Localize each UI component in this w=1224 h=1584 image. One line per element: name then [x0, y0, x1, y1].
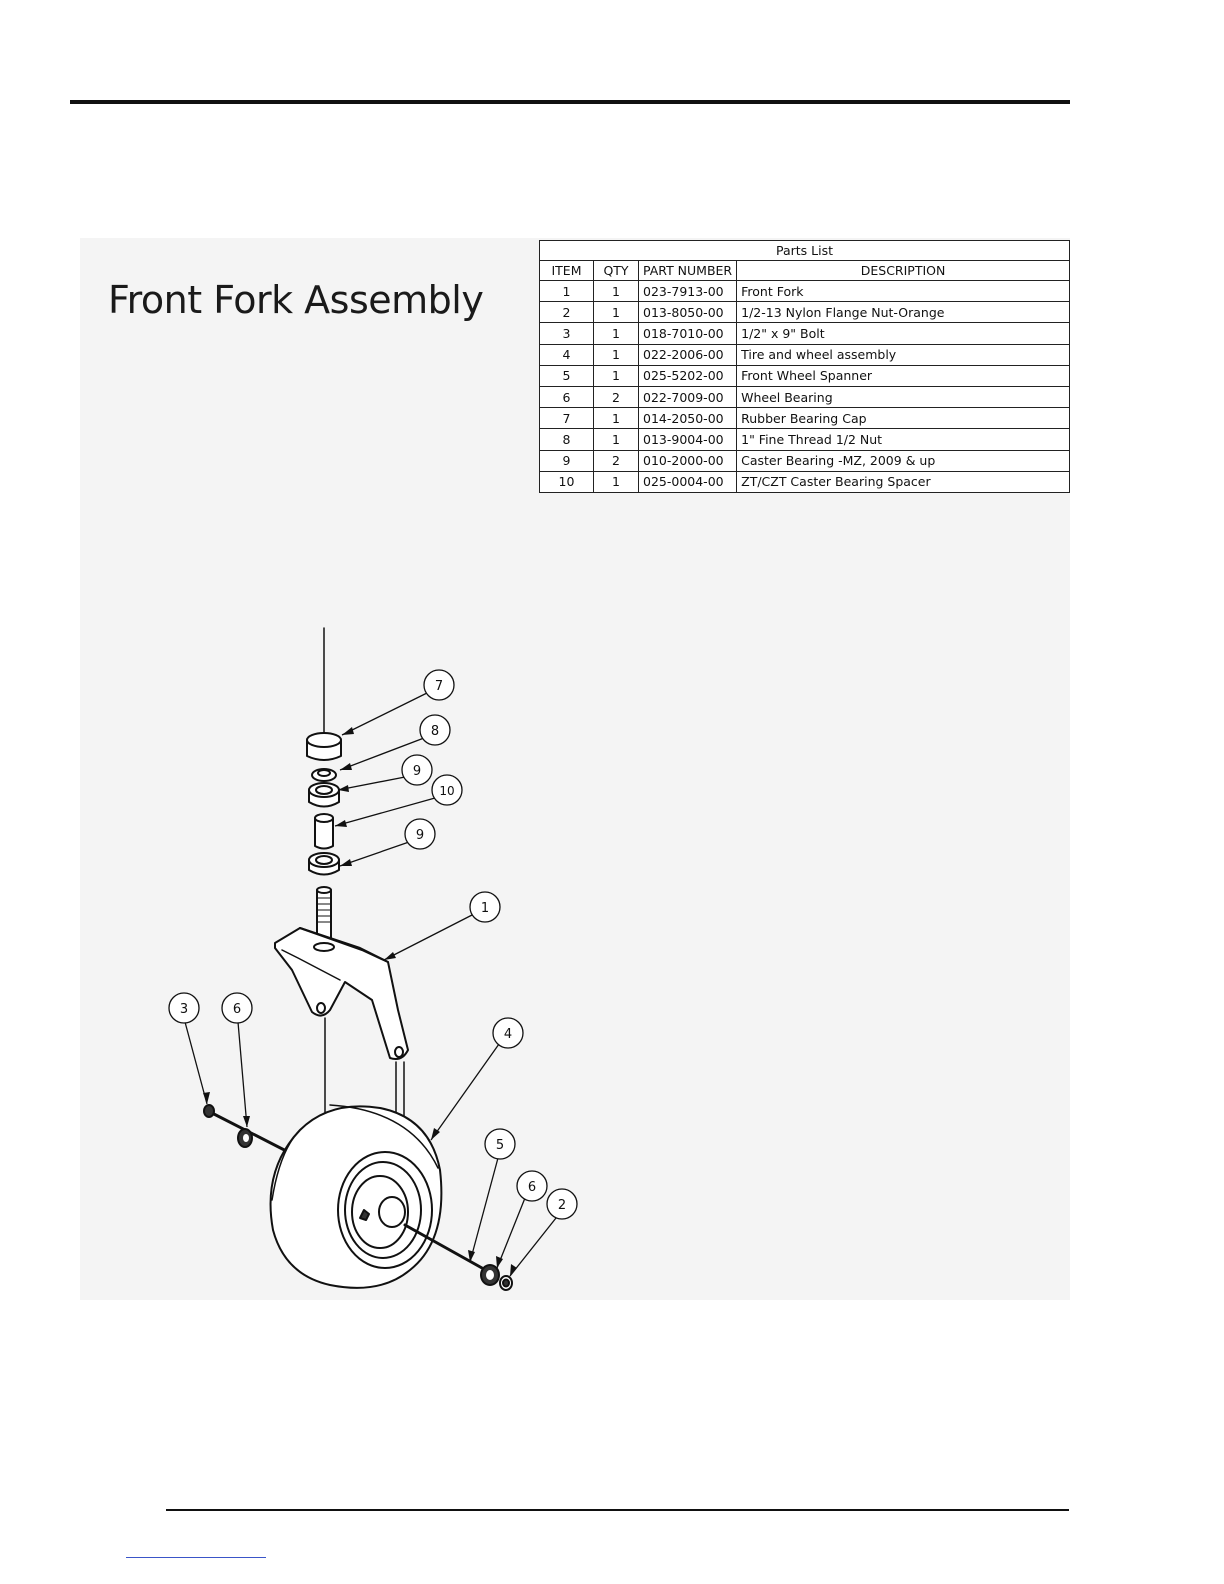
callout-label-10: 10: [439, 784, 454, 798]
cell-part-number: 013-9004-00: [637, 428, 738, 451]
cell-part-number: 022-7009-00: [637, 385, 738, 409]
cell-item: 10: [539, 470, 594, 494]
bottom-rule: [166, 1509, 1069, 1511]
callout-label-6-right: 6: [528, 1180, 536, 1195]
tire-wheel-assembly: [269, 1104, 443, 1289]
caster-bearing-spacer: [314, 813, 334, 850]
callout-circle-6-right: [516, 1170, 548, 1202]
callout-circle-10: [431, 774, 463, 806]
callout-label-8: 8: [431, 724, 439, 739]
cell-description: ZT/CZT Caster Bearing Spacer: [736, 470, 1070, 494]
callout-circle-3: [168, 992, 200, 1024]
callout-label-9-upper: 9: [413, 764, 421, 779]
caster-bearing-upper: [308, 782, 340, 808]
header-qty: QTY: [593, 260, 639, 281]
callout-circle-5: [484, 1128, 516, 1160]
fork-stem: [316, 886, 332, 949]
axle-right: [403, 1223, 513, 1291]
callout-label-9-lower: 9: [416, 828, 424, 843]
front-fork-body: [274, 927, 409, 1060]
cell-description: 1" Fine Thread 1/2 Nut: [736, 428, 1070, 451]
callout-label-3: 3: [180, 1002, 188, 1017]
cell-description: 1/2-13 Nylon Flange Nut-Orange: [736, 301, 1070, 324]
callout-label-4: 4: [504, 1027, 512, 1042]
callout-circle-9-upper: [401, 754, 433, 786]
callout-label-6-left: 6: [233, 1002, 241, 1017]
callout-label-7: 7: [435, 679, 443, 694]
header-part-number: PART NUMBER: [637, 260, 738, 281]
fine-thread-nut: [311, 768, 337, 782]
rubber-bearing-cap: [306, 732, 342, 761]
top-rule: [70, 100, 1070, 104]
cell-part-number: 025-0004-00: [637, 470, 738, 494]
callout-circle-4: [492, 1017, 524, 1049]
callout-circle-7: [423, 669, 455, 701]
caster-bearing-lower: [308, 852, 340, 876]
footer-link-underline: [126, 1557, 266, 1558]
callout-label-2: 2: [558, 1198, 566, 1213]
cell-part-number: 023-7913-00: [637, 279, 738, 303]
page-title: Front Fork Assembly: [108, 278, 484, 322]
callout-circle-8: [419, 714, 451, 746]
callout-circle-6-left: [221, 992, 253, 1024]
callout-label-1: 1: [481, 901, 489, 916]
callout-label-5: 5: [496, 1138, 504, 1153]
callout-circle-1: [469, 891, 501, 923]
callout-circle-2: [546, 1188, 578, 1220]
cell-part-number: 014-2050-00: [637, 407, 738, 430]
parts-list-table: Parts List ITEM QTY PART NUMBER DESCRIPT…: [539, 240, 1070, 494]
callout-circle-9-lower: [404, 818, 436, 850]
